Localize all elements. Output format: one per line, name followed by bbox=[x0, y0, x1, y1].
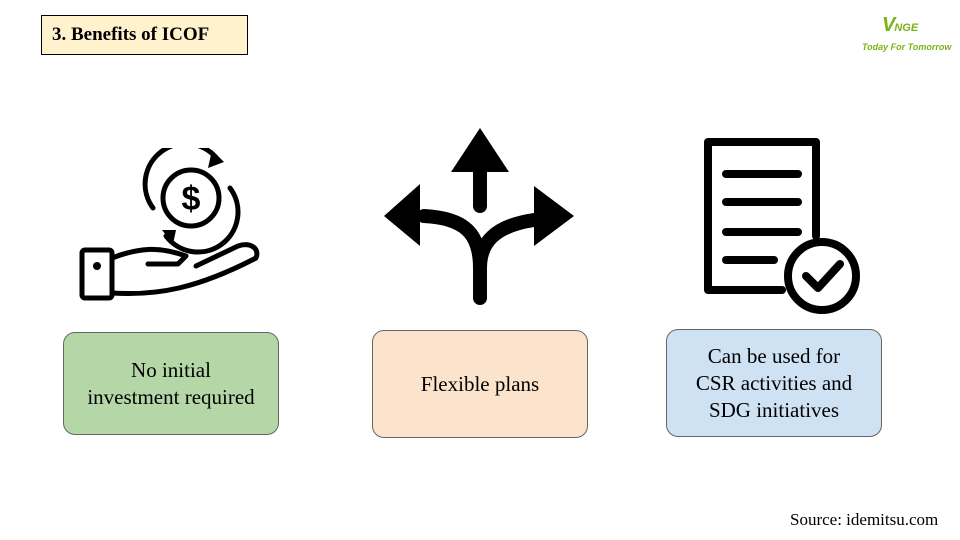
hand-money-cycle-icon: $ bbox=[79, 148, 260, 301]
slide-title-text: 3. Benefits of ICOF bbox=[52, 24, 210, 45]
logo-tagline: Today For Tomorrow bbox=[862, 42, 952, 52]
benefit-card-flexible-plans: Flexible plans bbox=[372, 330, 588, 438]
split-arrows-icon bbox=[384, 128, 574, 305]
vnge-logo: VNGE Today For Tomorrow bbox=[856, 14, 956, 58]
document-check-icon bbox=[704, 138, 860, 314]
logo-mark: VNGE bbox=[882, 14, 919, 36]
benefit-text: Can be used for CSR activities and SDG i… bbox=[695, 343, 853, 422]
benefit-card-csr-sdg: Can be used for CSR activities and SDG i… bbox=[666, 329, 882, 437]
benefit-text: No initial investment required bbox=[87, 357, 255, 409]
benefit-card-no-investment: No initial investment required bbox=[63, 332, 279, 435]
benefit-text: Flexible plans bbox=[420, 371, 540, 396]
slide-title: 3. Benefits of ICOF bbox=[41, 15, 248, 55]
source-citation: Source: idemitsu.com bbox=[790, 510, 939, 529]
svg-text:$: $ bbox=[182, 180, 201, 218]
